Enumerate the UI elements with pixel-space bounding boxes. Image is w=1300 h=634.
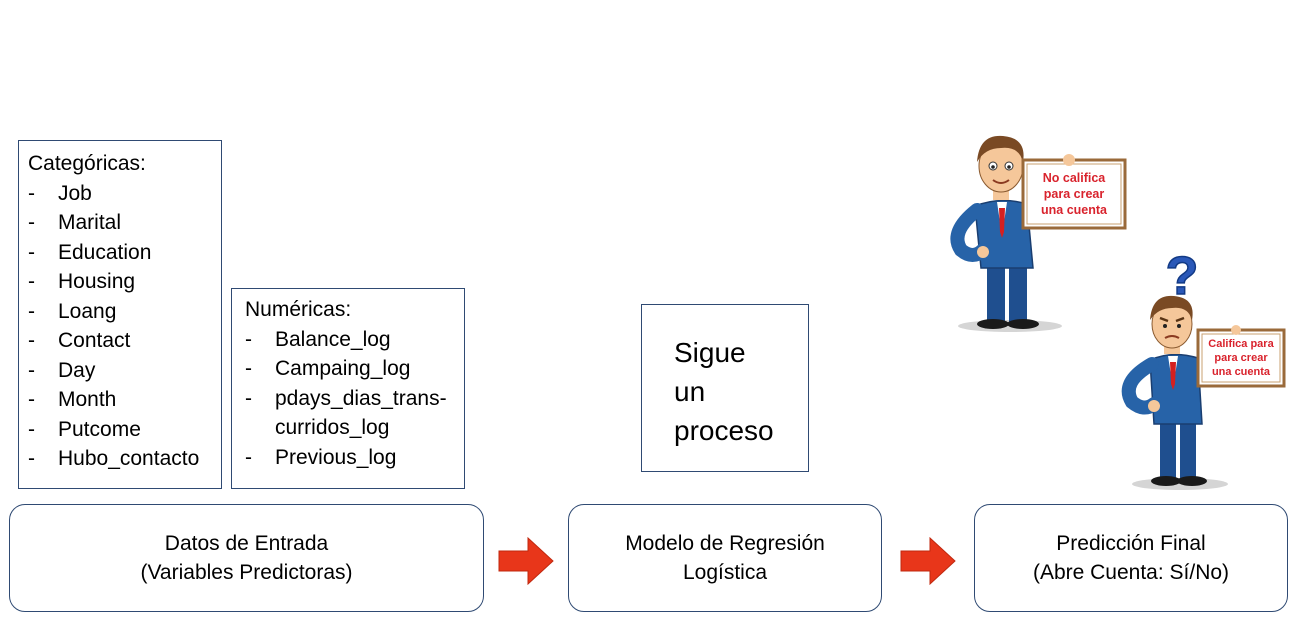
list-item: -pdays_dias_trans- curridos_log <box>245 384 464 443</box>
list-item-label: Job <box>58 181 92 205</box>
list-item: -Contact <box>28 326 221 356</box>
list-item-label: Month <box>58 388 117 411</box>
stage-prediction-subtitle: (Abre Cuenta: Sí/No) <box>1032 561 1230 584</box>
negative-sign-line-1: No califica <box>1043 171 1107 185</box>
businessman-negative-sign-illustration: No califica para crear una cuenta <box>950 135 1127 332</box>
numerical-variables-box: Numéricas: -Balance_log -Campaing_log -p… <box>231 288 465 489</box>
list-item-label: Education <box>58 240 152 264</box>
bullet: - <box>245 386 252 410</box>
list-item-label: Hubo_contacto <box>58 447 200 470</box>
stage-logistic-model: Modelo de Regresión Logística <box>568 504 882 612</box>
bullet: - <box>28 211 35 234</box>
bullet: - <box>28 388 35 411</box>
list-item-label: Balance_log <box>275 327 391 351</box>
list-item: -Balance_log <box>245 325 464 355</box>
process-note-box: Sigue un proceso <box>641 304 809 472</box>
bullet: - <box>245 327 252 351</box>
negative-sign-line-2: para crear <box>1044 187 1105 201</box>
bullet: - <box>28 447 35 470</box>
categorical-list: -Job -Marital -Education -Housing -Loang… <box>28 179 221 474</box>
list-item: -Campaing_log <box>245 354 464 384</box>
bullet: - <box>245 357 252 380</box>
stage-model-title: Modelo de Regresión <box>625 531 825 555</box>
bullet: - <box>28 270 35 293</box>
bullet: - <box>28 181 35 205</box>
stage-input-subtitle: (Variables Predictoras) <box>140 561 353 584</box>
list-item: -Putcome <box>28 415 221 445</box>
process-note-text: Sigue un proceso <box>674 337 774 446</box>
list-item-label: Loang <box>58 299 117 323</box>
stage-input-title: Datos de Entrada <box>164 531 329 555</box>
list-item-label: Contact <box>58 329 131 352</box>
stage-prediction-title: Predicción Final <box>1056 531 1206 555</box>
arrow-right-icon <box>498 537 554 585</box>
list-item-label: Campaing_log <box>275 357 411 380</box>
bullet: - <box>28 329 35 352</box>
list-item: -Day <box>28 356 221 386</box>
bullet: - <box>28 299 35 323</box>
list-item: -Job <box>28 179 221 209</box>
list-item: -Month <box>28 385 221 415</box>
businessman-positive-sign-illustration: ? Califica para para crear una cuenta <box>1121 248 1286 490</box>
list-item-label: pdays_dias_trans- curridos_log <box>275 386 447 440</box>
stage-input-data: Datos de Entrada (Variables Predictoras) <box>9 504 484 612</box>
numerical-list: -Balance_log -Campaing_log -pdays_dias_t… <box>245 325 464 473</box>
list-item-label: Marital <box>58 211 122 234</box>
stage-final-prediction: Predicción Final (Abre Cuenta: Sí/No) <box>974 504 1288 612</box>
positive-sign-line-2: para crear <box>1214 352 1268 364</box>
list-item: -Education <box>28 238 221 268</box>
list-item: -Housing <box>28 267 221 297</box>
categorical-title: Categóricas: <box>28 152 146 175</box>
bullet: - <box>245 445 252 469</box>
positive-sign-line-1: Califica para <box>1208 338 1274 350</box>
positive-sign-line-3: una cuenta <box>1212 366 1271 378</box>
list-item: -Loang <box>28 297 221 327</box>
list-item: -Previous_log <box>245 443 464 473</box>
categorical-variables-box: Categóricas: -Job -Marital -Education -H… <box>18 140 222 489</box>
bullet: - <box>28 358 35 382</box>
bullet: - <box>28 417 35 441</box>
arrow-right-icon <box>900 537 956 585</box>
numerical-title: Numéricas: <box>245 298 352 321</box>
list-item-label: Day <box>58 358 96 382</box>
list-item: -Hubo_contacto <box>28 444 221 474</box>
negative-sign-line-3: una cuenta <box>1041 203 1108 217</box>
list-item-label: Putcome <box>58 417 141 441</box>
list-item-label: Housing <box>58 270 136 293</box>
list-item: -Marital <box>28 208 221 238</box>
stage-model-subtitle: Logística <box>682 561 768 584</box>
bullet: - <box>28 240 35 264</box>
list-item-label: Previous_log <box>275 445 397 469</box>
